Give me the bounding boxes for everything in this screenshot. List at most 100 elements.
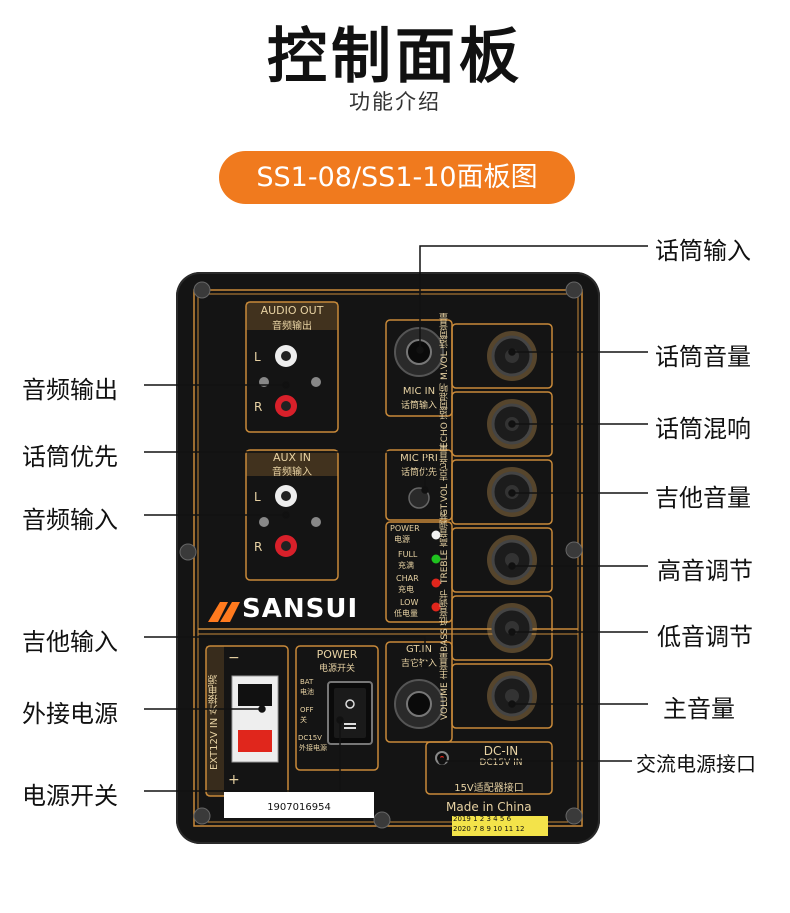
screw (193, 281, 211, 299)
callout-dot (416, 346, 424, 354)
callout-dot (508, 700, 516, 708)
screw (311, 377, 321, 387)
audio-out-r-label: R (254, 400, 263, 414)
callout-dot (282, 511, 290, 519)
page-subtitle: 功能介绍 (349, 90, 441, 114)
rca-audio-out-r[interactable] (275, 395, 297, 417)
power-led (431, 530, 441, 540)
callout-dot (282, 381, 290, 389)
callout-mic-volume: 话筒音量 (655, 343, 751, 371)
page-title: 控制面板 (267, 22, 523, 92)
callout-bass: 低音调节 (657, 623, 753, 651)
knob-box (451, 527, 553, 593)
screw (193, 807, 211, 825)
off-cn-label: 关 (300, 716, 307, 724)
bat-label: BAT (300, 678, 314, 686)
callout-dot (421, 486, 429, 494)
knob-bass[interactable] (487, 603, 537, 653)
callout-power-switch: 电源开关 (22, 782, 118, 810)
power-led-label: POWER (390, 524, 420, 533)
callout-line-gt-in (144, 636, 426, 665)
model-badge: SS1-08/SS1-10面板图 (219, 151, 575, 204)
gt-in-jack[interactable] (394, 679, 444, 729)
off-label: OFF (300, 706, 314, 714)
aux-in-l-label: L (254, 490, 261, 504)
char-led (431, 578, 441, 588)
power-led-cn-label: 电源 (394, 535, 410, 544)
full-led-label: FULL (398, 550, 418, 559)
barcode (224, 792, 374, 818)
aux-in-label: AUX IN (272, 451, 312, 464)
callout-ac-power-port: 交流电源接口 (636, 752, 756, 776)
screw (373, 811, 391, 829)
rca-audio-out-l[interactable] (275, 345, 297, 367)
full-led (431, 554, 441, 564)
ext-plus-label: + (228, 772, 240, 788)
callout-dot (508, 628, 516, 636)
dc-in-label: DC-IN (483, 744, 519, 758)
full-led-cn-label: 充满 (398, 561, 414, 570)
brand-name: SANSUI (242, 594, 359, 624)
callout-audio-out: 音频输出 (22, 376, 118, 404)
callout-dot (258, 705, 266, 713)
callout-main-volume: 主音量 (663, 695, 735, 723)
char-led-label: CHAR (396, 574, 419, 583)
gt-in-label: GT.IN (406, 644, 432, 655)
screw (179, 543, 197, 561)
callout-dot (508, 420, 516, 428)
bat-cn-label: 电池 (300, 688, 314, 696)
dc-in-spec-label: DC15V IN (479, 758, 523, 768)
gt-in-cn-label: 吉它输入 (400, 659, 437, 669)
audio-out-l-label: L (254, 350, 261, 364)
control-panel: AUDIO OUT 音频输出 L R AUX IN 音频输入 L R MIC I… (176, 272, 600, 844)
mic-in-label: MIC IN (402, 386, 436, 397)
ext-power-terminal[interactable] (231, 675, 279, 763)
callout-mic-in: 话筒输入 (655, 237, 751, 265)
callout-dot (508, 562, 516, 570)
audio-out-box (245, 301, 339, 433)
low-led (431, 602, 441, 612)
callout-mic-echo: 话筒混响 (655, 415, 751, 443)
dc15v-cn-label: 外接电源 (299, 744, 327, 752)
ext-minus-label: − (228, 650, 240, 666)
callout-dot (421, 661, 429, 669)
callout-dot (336, 716, 344, 724)
callout-dot (508, 489, 516, 497)
rca-aux-in-l[interactable] (275, 485, 297, 507)
callout-audio-in: 音频输入 (22, 506, 118, 534)
aux-in-cn-label: 音频输入 (272, 467, 312, 478)
low-led-label: LOW (400, 598, 419, 607)
callout-mic-priority: 话筒优先 (22, 443, 118, 471)
screw (565, 807, 583, 825)
made-in-label: Made in China (446, 800, 532, 814)
knob-treble[interactable] (487, 535, 537, 585)
callout-guitar-volume: 吉他音量 (655, 484, 751, 512)
mic-pri-cn-label: 话筒优先 (400, 468, 437, 478)
callout-dot (508, 348, 516, 356)
power-switch[interactable] (327, 681, 373, 745)
dc-in-cn-label: 15V适配器接口 (454, 783, 524, 794)
sansui-logo-mark (208, 602, 240, 622)
mic-in-cn-label: 话筒输入 (400, 401, 437, 411)
knob-box (451, 323, 553, 389)
audio-out-cn-label: 音频输出 (272, 321, 312, 332)
power-label: POWER (316, 648, 358, 661)
date-row-1: 2019 1 2 3 4 5 6 (453, 815, 512, 823)
aux-in-r-label: R (254, 540, 263, 554)
knob-m-vol[interactable] (487, 331, 537, 381)
char-led-cn-label: 充电 (398, 585, 414, 594)
knob-volume[interactable] (487, 671, 537, 721)
dc-in-box (425, 741, 553, 795)
gt-in-box (385, 641, 453, 743)
barcode-number: 1907016954 (267, 802, 331, 813)
date-grid (452, 816, 548, 836)
callout-dot (438, 757, 446, 765)
knob-box (451, 459, 553, 525)
rca-aux-in-r[interactable] (275, 535, 297, 557)
aux-in-header (246, 450, 338, 476)
audio-out-header (246, 302, 338, 330)
mic-pri-label: MIC PRI (400, 453, 438, 464)
callout-ext-power: 外接电源 (22, 700, 118, 728)
screw (311, 517, 321, 527)
